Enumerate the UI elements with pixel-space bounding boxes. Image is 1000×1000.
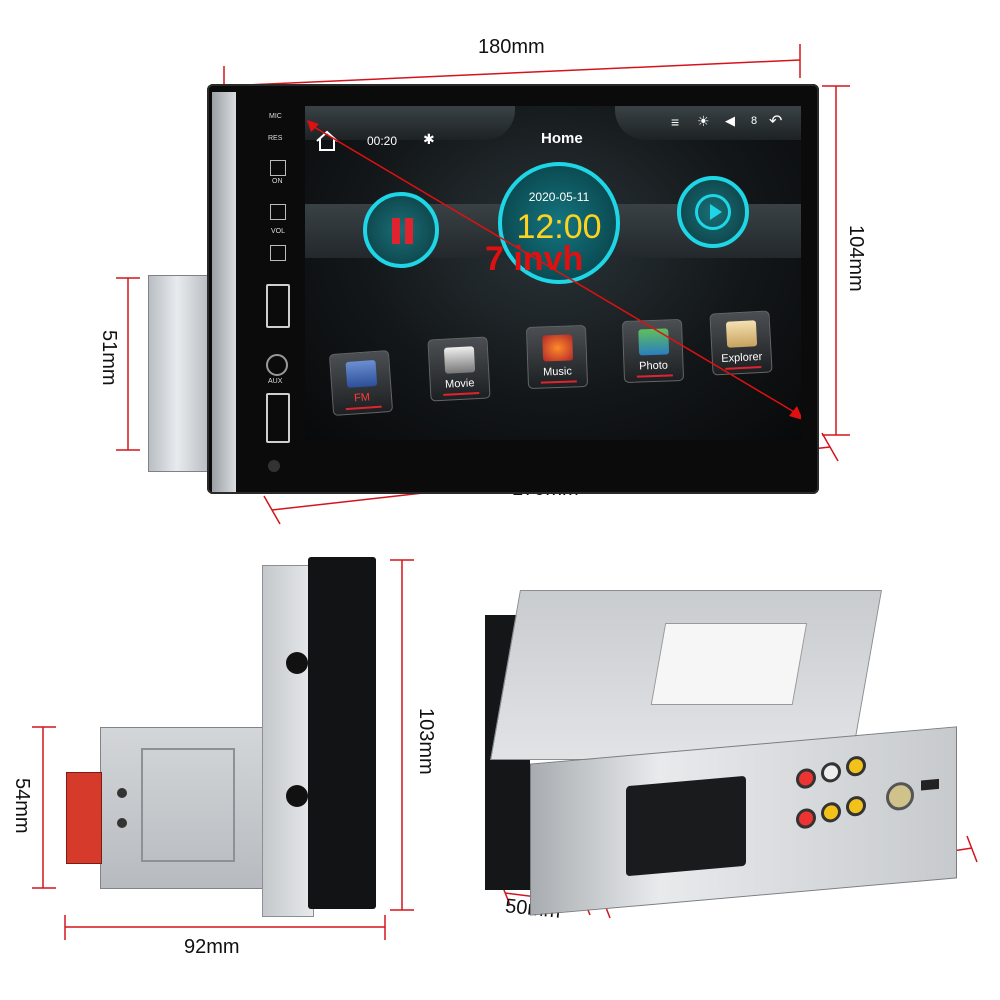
clock-date: 2020-05-11 <box>528 190 590 204</box>
dim-104mm: 104mm <box>845 225 867 292</box>
equalizer-icon[interactable]: ≡ <box>671 114 680 130</box>
ir-sensor <box>268 460 280 472</box>
top-bar-right <box>615 106 801 140</box>
mic-label: MIC <box>269 113 282 120</box>
play-button[interactable] <box>677 176 749 248</box>
volume-icon[interactable]: ◀ <box>725 113 735 128</box>
touch-screen[interactable]: 00:20 ✱ Home ≡ ☀ ◀ 8 ↶ 2020-05-11 12:00 … <box>305 106 801 440</box>
rca-red-1[interactable] <box>796 767 816 790</box>
dim-51mm: 51mm <box>98 330 120 386</box>
dim-54mm: 54mm <box>11 778 33 834</box>
clock-time: 12:00 <box>516 208 602 246</box>
pause-button[interactable] <box>363 192 439 268</box>
home-key-icon[interactable] <box>270 204 286 220</box>
bluetooth-icon[interactable]: ✱ <box>423 131 435 147</box>
side-connector-red <box>66 772 102 864</box>
aux-jack-icon[interactable] <box>266 354 288 376</box>
side-face-plate <box>262 565 314 917</box>
screen-title: Home <box>541 130 583 147</box>
res-label: RES <box>268 135 283 142</box>
vol-label: VOL <box>271 228 286 235</box>
screen-size-overlay: 7 invh <box>485 240 584 278</box>
bezel-side-edge <box>212 92 236 492</box>
dim-103mm: 103mm <box>415 708 437 775</box>
dim-180mm: 180mm <box>478 36 545 58</box>
antenna-socket[interactable] <box>886 781 914 812</box>
side-mounting-cage <box>100 727 277 889</box>
wiring-diagram-sticker <box>650 623 808 705</box>
usb-port-2[interactable] <box>266 393 290 443</box>
dim-92mm: 92mm <box>184 936 240 958</box>
clock-widget[interactable]: 2020-05-11 12:00 <box>498 162 620 284</box>
rca-yellow-1[interactable] <box>846 755 866 778</box>
iso-connector[interactable] <box>626 775 746 877</box>
rear-top-cover <box>490 590 882 760</box>
volume-level: 8 <box>751 115 758 127</box>
top-bar-left <box>305 106 515 140</box>
usb-port-1[interactable] <box>266 284 290 328</box>
rear-port[interactable] <box>921 778 939 791</box>
screen-diagonal-line <box>307 120 801 420</box>
power-icon[interactable] <box>270 160 286 176</box>
on-label: ON <box>272 178 283 185</box>
back-arrow-icon[interactable]: ↶ <box>769 113 783 130</box>
aux-label: AUX <box>268 378 283 385</box>
rca-yellow-3[interactable] <box>846 795 866 818</box>
rca-red-2[interactable] <box>796 807 816 830</box>
side-front-panel <box>286 557 376 909</box>
rca-yellow-2[interactable] <box>821 801 841 824</box>
rca-white-1[interactable] <box>821 761 841 784</box>
back-key-icon[interactable] <box>270 245 286 261</box>
status-time: 00:20 <box>367 134 398 148</box>
brightness-icon[interactable]: ☀ <box>697 113 710 129</box>
